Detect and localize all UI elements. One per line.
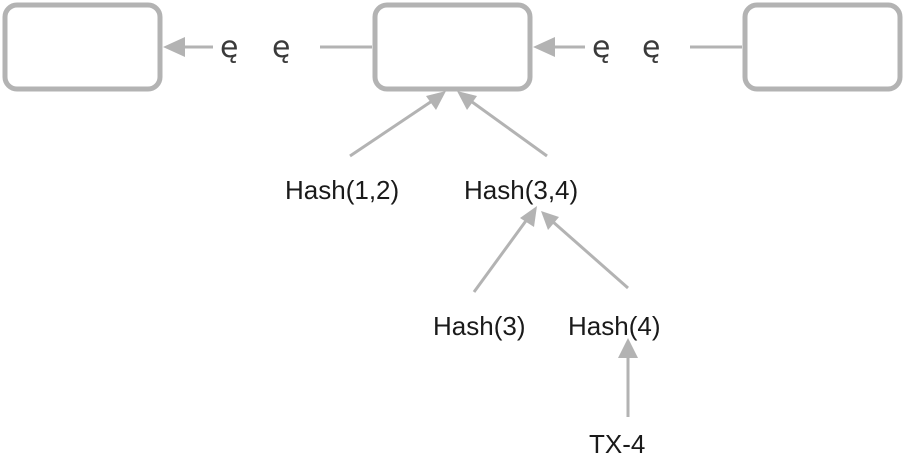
node-hash-4: Hash(4) [568,311,661,341]
chain-gap-symbol-2: ę [272,30,291,65]
node-hash-3-4: Hash(3,4) [464,175,579,205]
node-tx-4: TX-4 [589,429,646,459]
chain-gap-symbol-1: ę [220,30,239,65]
chain-gap-symbol-3: ę [592,30,611,65]
arrowhead-hash34-to-block [457,91,477,110]
arrowhead-hash3-to-hash34 [520,206,537,227]
chain-gap-symbol-4: ę [642,30,661,65]
edge-hash4-to-hash34 [551,219,629,290]
node-hash-1-2: Hash(1,2) [285,175,400,205]
chain-arrowhead-left [163,37,185,57]
block-middle [372,2,533,92]
chain-arrowhead-right [533,37,555,57]
block-left [2,2,163,92]
arrowhead-tx4-to-hash4 [618,338,638,358]
arrowhead-hash12-to-block [426,91,446,110]
edge-hash12-to-block [349,97,436,158]
arrowhead-hash4-to-hash34 [541,211,559,230]
node-hash-3: Hash(3) [433,311,526,341]
edge-hash3-to-hash34 [472,217,530,293]
block-right [742,2,903,92]
edge-hash34-to-block [467,97,548,158]
